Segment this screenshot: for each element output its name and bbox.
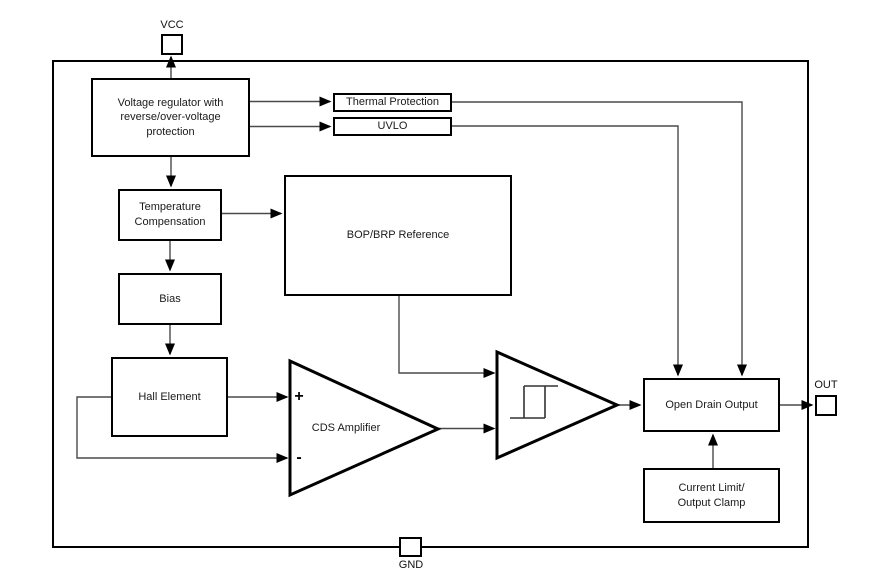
block-thermal-protection: Thermal Protection: [333, 93, 452, 112]
schmitt-trigger-triangle: [495, 349, 621, 461]
wire-reference-to-schmitt: [398, 296, 496, 378]
block-current-limit-output-clamp: Current Limit/ Output Clamp: [643, 468, 780, 523]
vcc-pin: [161, 34, 183, 55]
block-hall-element: Hall Element: [111, 357, 228, 437]
block-bias: Bias: [118, 273, 222, 325]
wire-hall-to-amp-minus: [76, 396, 289, 463]
hysteresis-icon: [510, 385, 558, 419]
wire-uvlo-to-open-drain: [452, 125, 683, 377]
vcc-pin-label: VCC: [160, 19, 184, 31]
wire-thermal-to-open-drain: [452, 101, 747, 377]
chip-boundary: [52, 60, 809, 548]
out-pin-label: OUT: [814, 379, 838, 391]
block-open-drain-output: Open Drain Output: [643, 378, 780, 432]
gnd-pin-label: GND: [398, 559, 424, 571]
gnd-pin: [399, 537, 422, 557]
amp-plus-input-label: +: [294, 388, 304, 405]
block-uvlo: UVLO: [333, 117, 452, 136]
out-pin: [815, 395, 837, 416]
cds-amplifier-triangle: [288, 358, 442, 498]
block-temperature-compensation: Temperature Compensation: [118, 189, 222, 241]
amp-minus-input-label: -: [296, 449, 302, 466]
block-voltage-regulator: Voltage regulator with reverse/over-volt…: [91, 78, 250, 157]
cds-amplifier-label: CDS Amplifier: [311, 422, 381, 434]
block-bop-brp-reference: BOP/BRP Reference: [284, 175, 512, 296]
